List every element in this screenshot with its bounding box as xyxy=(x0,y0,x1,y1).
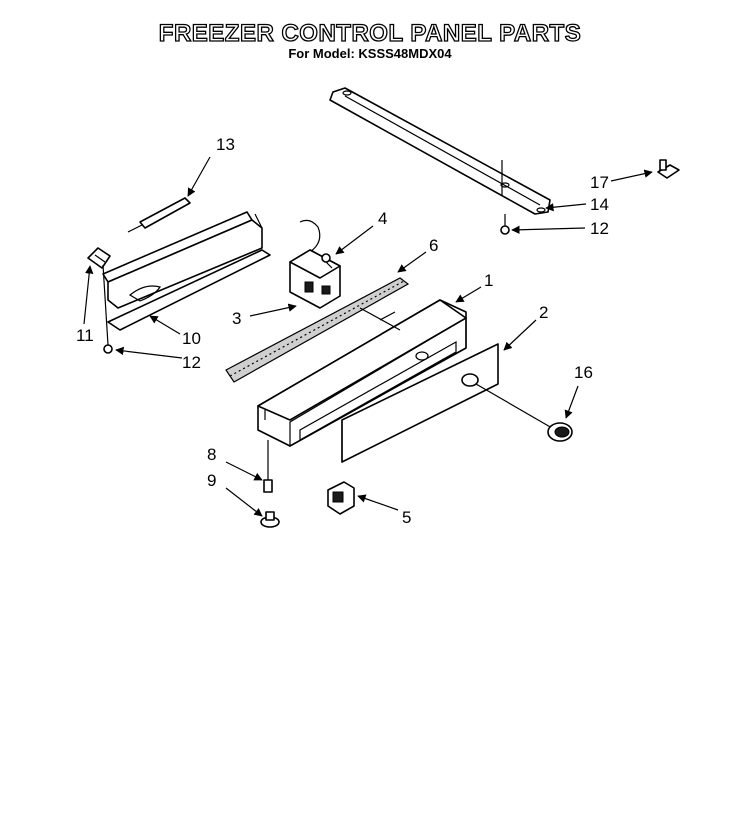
part-12-screw-top xyxy=(500,214,510,235)
callout-17: 17 xyxy=(590,173,609,192)
callout-13: 13 xyxy=(216,135,235,154)
callout-3: 3 xyxy=(232,309,241,328)
callout-11: 11 xyxy=(76,326,94,345)
callout-5: 5 xyxy=(402,508,411,527)
part-3-thermostat xyxy=(289,219,341,309)
callout-10: 10 xyxy=(182,329,201,348)
leader-lines xyxy=(83,156,653,517)
part-17-clip xyxy=(657,159,680,179)
model-subtitle: For Model: KSSS48MDX04 xyxy=(288,46,452,61)
part-5-switch xyxy=(327,481,355,515)
diagram-title: FREEZER CONTROL PANEL PARTS xyxy=(158,19,582,47)
part-9-washer xyxy=(260,511,280,528)
callouts: 13 17 14 12 4 6 1 2 3 16 10 11 12 8 9 5 xyxy=(76,135,609,527)
part-16-knob xyxy=(475,383,573,442)
part-2-front-trim xyxy=(341,343,499,463)
callout-16: 16 xyxy=(574,363,593,382)
part-4-screw xyxy=(321,253,333,269)
part-10-left-rail xyxy=(102,211,271,331)
part-13-sensor-tube xyxy=(127,197,191,233)
callout-6: 6 xyxy=(429,236,438,255)
callout-8: 8 xyxy=(207,445,216,464)
callout-12-top: 12 xyxy=(590,219,609,238)
part-12-screw-left xyxy=(103,344,113,354)
callout-14: 14 xyxy=(590,195,609,214)
callout-4: 4 xyxy=(378,209,387,228)
part-11-clip xyxy=(87,247,111,346)
callout-2: 2 xyxy=(539,303,548,322)
part-14-top-bracket xyxy=(329,87,551,215)
part-8-screw xyxy=(263,440,273,493)
callout-9: 9 xyxy=(207,471,216,490)
callout-12-left: 12 xyxy=(182,353,201,372)
part-6-strip xyxy=(225,277,410,383)
callout-1: 1 xyxy=(484,271,493,290)
part-1-control-housing xyxy=(257,299,467,448)
